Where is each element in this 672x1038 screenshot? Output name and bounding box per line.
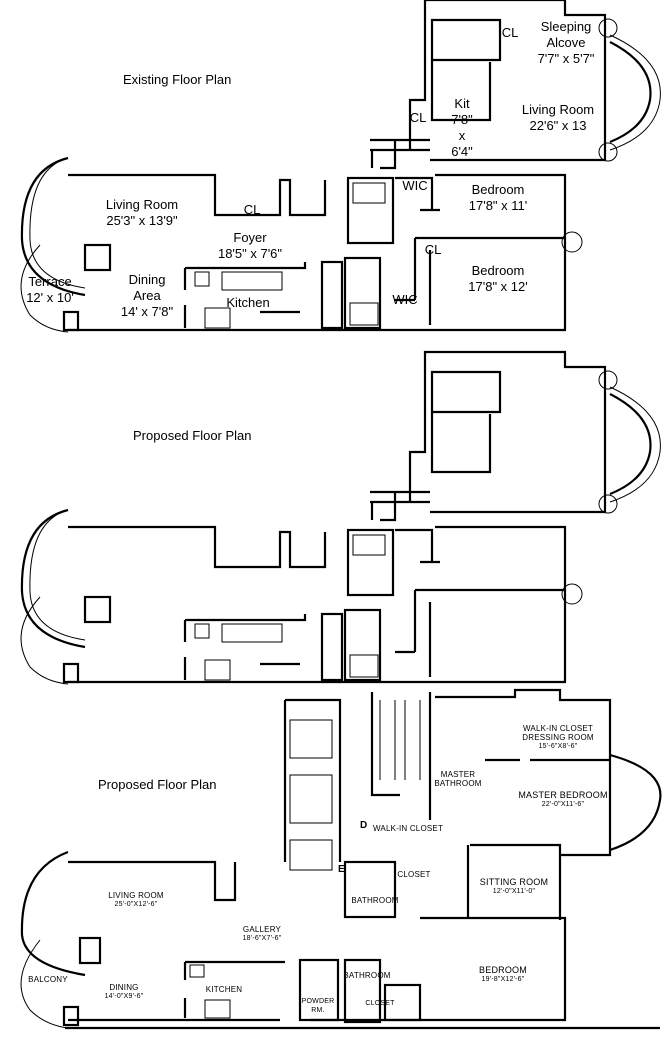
closet-label: CL <box>501 25 519 40</box>
marker-d: D <box>360 820 368 831</box>
room-balcony: BALCONY <box>28 975 68 984</box>
room-bathroom-1: BATHROOM <box>351 896 399 905</box>
closet-label: CL <box>243 202 261 217</box>
proposed-plan-drawing-1 <box>19 350 662 686</box>
proposed-plan-drawing-2 <box>20 688 662 1030</box>
closet-label: CL <box>409 110 427 125</box>
wic-label: WIC <box>402 178 428 193</box>
room-closet-2: CLOSET <box>365 1000 395 1007</box>
room-closet: CLOSET <box>397 870 431 879</box>
marker-e: E <box>338 864 345 875</box>
wic-label: WIC <box>392 292 418 307</box>
room-bathroom-2: BATHROOM <box>343 971 391 980</box>
proposed-plan-title-2: Proposed Floor Plan <box>98 777 217 792</box>
room-kitchen: KITCHEN <box>205 985 243 994</box>
closet-label: CL <box>424 242 442 257</box>
existing-plan-title: Existing Floor Plan <box>123 72 232 87</box>
room-walkin-closet: WALK-IN CLOSET <box>372 824 444 833</box>
proposed-plan-title-1: Proposed Floor Plan <box>133 428 252 443</box>
room-kitchen: Kitchen <box>226 295 270 310</box>
